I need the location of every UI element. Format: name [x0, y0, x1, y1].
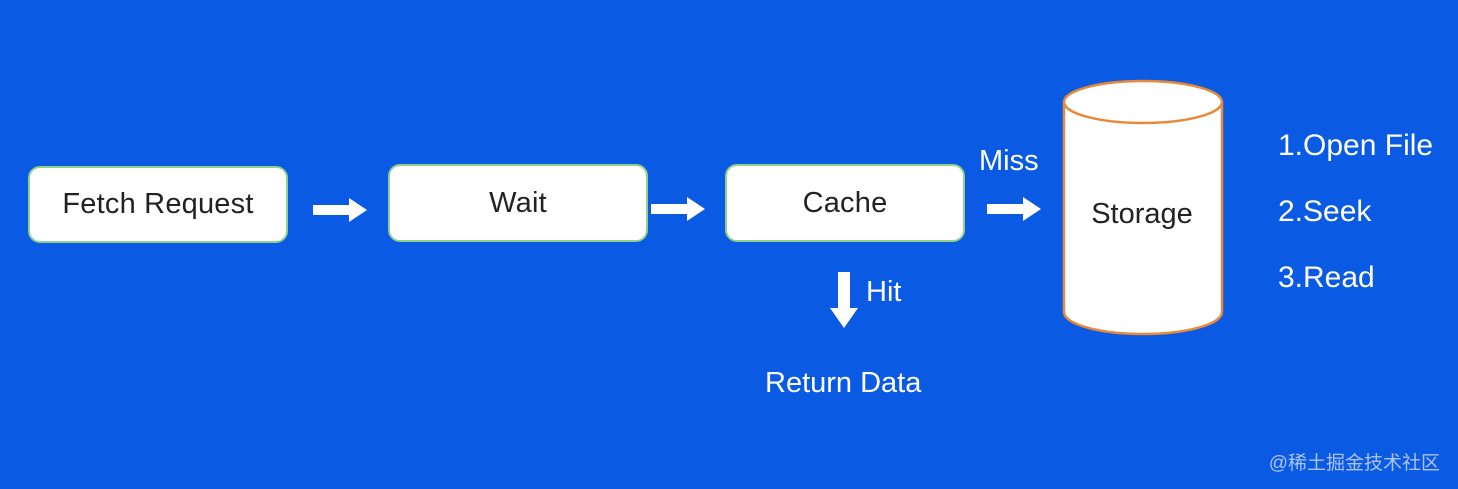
- wait-box: Wait: [388, 164, 648, 242]
- wait-label: Wait: [489, 186, 547, 219]
- storage-step-open-file: 1.Open File: [1278, 129, 1434, 162]
- miss-label: Miss: [979, 145, 1039, 177]
- hit-label: Hit: [866, 276, 902, 308]
- fetch-request-label: Fetch Request: [62, 188, 254, 220]
- storage-label: Storage: [1091, 198, 1193, 230]
- storage-step-seek: 2.Seek: [1278, 195, 1372, 228]
- storage-step-read: 3.Read: [1278, 261, 1375, 294]
- storage-cylinder-icon: [1062, 79, 1224, 336]
- arrow-right-icon: [313, 198, 367, 222]
- watermark: @稀土掘金技术社区: [1268, 453, 1440, 474]
- fetch-request-box: Fetch Request: [28, 166, 288, 243]
- cache-label: Cache: [802, 186, 888, 219]
- arrow-down-icon: [830, 272, 858, 328]
- return-data-label: Return Data: [765, 367, 922, 399]
- cache-box: Cache: [725, 164, 965, 242]
- arrow-right-icon: [987, 197, 1041, 221]
- arrow-right-icon: [651, 197, 705, 221]
